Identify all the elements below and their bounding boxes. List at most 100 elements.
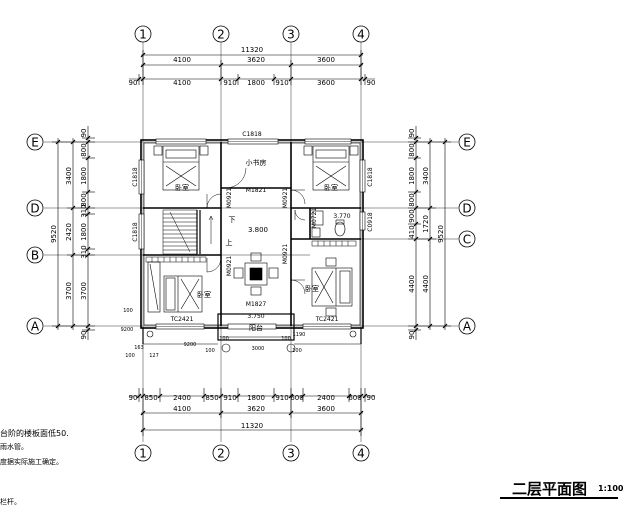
dim-bot-total: 11320 bbox=[241, 422, 263, 430]
dim-left-bay-2: 2420 bbox=[65, 223, 73, 241]
label-door-m0921-c: M0921 bbox=[226, 256, 233, 277]
dim-top-total: 11320 bbox=[241, 46, 263, 54]
dim-top-d6: 90 bbox=[367, 79, 376, 87]
dim-sw-100a: 100 bbox=[123, 308, 133, 314]
bed-ne bbox=[303, 145, 359, 191]
dim-bot-bay-2: 3620 bbox=[247, 405, 265, 413]
room-balcony: 阳台 bbox=[249, 323, 263, 332]
label-window-right-bath: C0918 bbox=[367, 212, 374, 232]
dim-left-d1: 800 bbox=[80, 143, 88, 156]
dim-right-d6: 4400 bbox=[408, 275, 416, 293]
dim-balc-100: 100 bbox=[292, 348, 302, 354]
dim-balc-1190: 1190 bbox=[293, 332, 306, 338]
axis-bubble-bottom-3 bbox=[282, 444, 300, 462]
bathroom-fixtures bbox=[311, 210, 346, 238]
label-window-right-top: C1818 bbox=[367, 167, 374, 187]
dim-bot-d6: 910 bbox=[275, 394, 288, 402]
axis-label-left-e: E bbox=[31, 136, 39, 150]
dim-right-bay-1: 3400 bbox=[422, 167, 430, 185]
dim-left-d0: 90 bbox=[80, 129, 88, 138]
label-stair-up: 上 bbox=[226, 238, 233, 247]
dim-sw-163: 163 bbox=[134, 345, 144, 351]
bed-sw bbox=[147, 261, 203, 313]
dim-bot-d5: 1800 bbox=[247, 394, 265, 402]
dim-top-d1: 4100 bbox=[173, 79, 191, 87]
dim-sw-127: 127 bbox=[149, 353, 159, 359]
dim-left-d2: 1800 bbox=[80, 167, 88, 185]
label-window-left-mid: C1818 bbox=[132, 222, 139, 242]
dim-right-d4: 900 bbox=[408, 209, 416, 222]
balcony bbox=[142, 313, 362, 345]
label-tc-right: TC2421 bbox=[315, 316, 339, 323]
axis-label-top-2: 2 bbox=[217, 28, 225, 42]
dim-bot-d3: 850 bbox=[205, 394, 218, 402]
label-window-top: C1818 bbox=[242, 131, 262, 138]
dim-bot-d4: 910 bbox=[223, 394, 236, 402]
drawing-scale: 1:100 bbox=[598, 484, 624, 493]
axis-label-right-c: C bbox=[463, 233, 471, 247]
dim-top-d3: 1800 bbox=[247, 79, 265, 87]
dim-top-d2: 910 bbox=[223, 79, 236, 87]
axis-label-bottom-1: 1 bbox=[139, 447, 147, 461]
axis-bubble-right-d bbox=[458, 199, 476, 217]
dim-right-bay-2: 1720 bbox=[422, 215, 430, 233]
dim-top-d0: 90 bbox=[129, 79, 138, 87]
axis-bubble-left-d bbox=[26, 199, 44, 217]
dim-left-d4: 310 bbox=[80, 204, 88, 217]
label-level-bath: 3.770 bbox=[333, 213, 350, 220]
dim-right-d1: 800 bbox=[408, 143, 416, 156]
label-tc-left: TC2421 bbox=[170, 316, 194, 323]
dim-bot-d7: 600 bbox=[290, 394, 303, 402]
bed-nw bbox=[153, 145, 209, 191]
dim-left-d8: 90 bbox=[80, 331, 88, 340]
dim-bot-d1: 850 bbox=[144, 394, 157, 402]
axis-label-left-b: B bbox=[31, 249, 39, 263]
axis-label-bottom-3: 3 bbox=[287, 447, 295, 461]
label-window-left-top: C1818 bbox=[132, 167, 139, 187]
note-3: 度据实际施工确定。 bbox=[0, 458, 63, 466]
bed-se bbox=[311, 257, 353, 317]
dim-top-d4: 910 bbox=[275, 79, 288, 87]
room-bedroom-se: 卧室 bbox=[305, 284, 319, 293]
axis-bubble-top-4 bbox=[352, 25, 370, 43]
dim-sw-9200: 9200 bbox=[121, 327, 134, 333]
dim-right-d7: 90 bbox=[408, 331, 416, 340]
room-study: 小书房 bbox=[246, 158, 267, 167]
drawing-title: 二层平面图 bbox=[512, 480, 588, 498]
dim-right-total: 9520 bbox=[437, 225, 445, 243]
axis-label-bottom-4: 4 bbox=[357, 447, 365, 461]
axis-bubble-left-b bbox=[26, 246, 44, 264]
axis-label-left-d: D bbox=[30, 202, 39, 216]
dim-left-d7: 3700 bbox=[80, 282, 88, 300]
dim-bot-d10: 90 bbox=[367, 394, 376, 402]
axis-label-right-e: E bbox=[463, 136, 471, 150]
label-stair-down: 下 bbox=[229, 216, 236, 224]
axis-label-left-a: A bbox=[31, 320, 40, 334]
dim-left-bay-3: 3700 bbox=[65, 282, 73, 300]
dim-left-total: 9520 bbox=[50, 225, 58, 243]
dim-sw-9200b: 9200 bbox=[184, 342, 197, 348]
axis-label-top-1: 1 bbox=[139, 28, 147, 42]
room-bedroom-ne: 卧室 bbox=[324, 183, 338, 192]
room-bedroom-nw: 卧室 bbox=[175, 183, 189, 192]
dim-top-bay-3: 3600 bbox=[317, 56, 335, 64]
dim-left-d3: 800 bbox=[80, 193, 88, 206]
dim-balc-100b: 100 bbox=[281, 336, 291, 342]
label-door-m0921-b: M0921 bbox=[282, 188, 289, 209]
label-door-m0921-d: M0921 bbox=[282, 244, 289, 265]
axis-bubble-left-e bbox=[26, 133, 44, 151]
dim-left-bay-1: 3400 bbox=[65, 167, 73, 185]
dim-sw-100d: 100 bbox=[219, 336, 229, 342]
axis-label-right-d: D bbox=[462, 202, 471, 216]
axis-bubble-top-2 bbox=[212, 25, 230, 43]
dim-top-bay-2: 3620 bbox=[247, 56, 265, 64]
staircase bbox=[162, 209, 214, 255]
dim-sw-100c: 100 bbox=[205, 348, 215, 354]
note-4: 栏杆。 bbox=[0, 498, 21, 506]
dim-bot-d0: 90 bbox=[129, 394, 138, 402]
label-level-stair: 3.800 bbox=[248, 226, 268, 234]
axis-label-right-a: A bbox=[463, 320, 472, 334]
axis-bubble-bottom-4 bbox=[352, 444, 370, 462]
dim-balc-3000: 3000 bbox=[252, 346, 265, 352]
